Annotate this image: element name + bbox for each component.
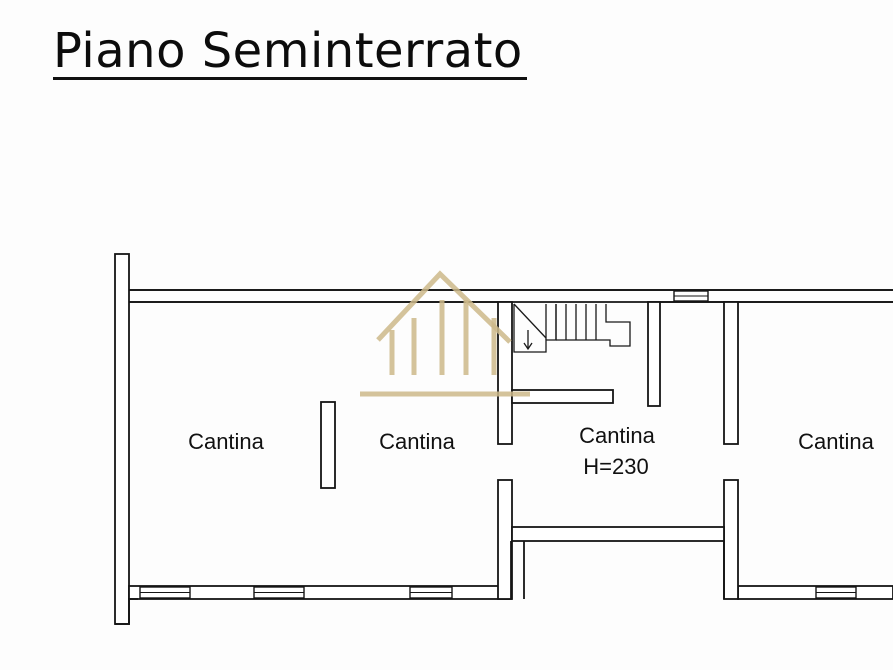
logo-bars xyxy=(389,300,497,375)
recess-walls xyxy=(510,541,725,599)
room-label: Cantina xyxy=(798,429,875,454)
room-height-label: H=230 xyxy=(583,454,648,479)
partition-wall xyxy=(647,301,661,407)
room-label: Cantina xyxy=(188,429,265,454)
stair-arrow xyxy=(523,330,533,351)
stair-treads xyxy=(545,304,631,347)
top-wall-fill xyxy=(130,291,893,301)
left-wall xyxy=(114,253,130,625)
plan-title: Piano Seminterrato xyxy=(53,23,523,79)
house-logo-icon xyxy=(360,270,530,397)
staircase-icon xyxy=(513,303,631,353)
partition-wall xyxy=(497,301,513,445)
partition-walls xyxy=(320,301,739,600)
pillar xyxy=(320,401,336,489)
room-labels: Cantina Cantina Cantina H=230 Cantina xyxy=(188,423,875,479)
partition-wall xyxy=(497,479,513,600)
left-base xyxy=(115,598,138,625)
logo-roof xyxy=(376,270,512,344)
windows xyxy=(139,290,857,599)
top-wall-lines xyxy=(129,289,893,303)
partition-wall xyxy=(723,301,739,445)
stair-diagonal xyxy=(513,303,547,339)
partition-wall xyxy=(723,479,739,600)
partition-wall xyxy=(511,526,725,542)
title-underline xyxy=(53,77,527,80)
room-label: Cantina xyxy=(379,429,456,454)
room-label: Cantina xyxy=(579,423,656,448)
